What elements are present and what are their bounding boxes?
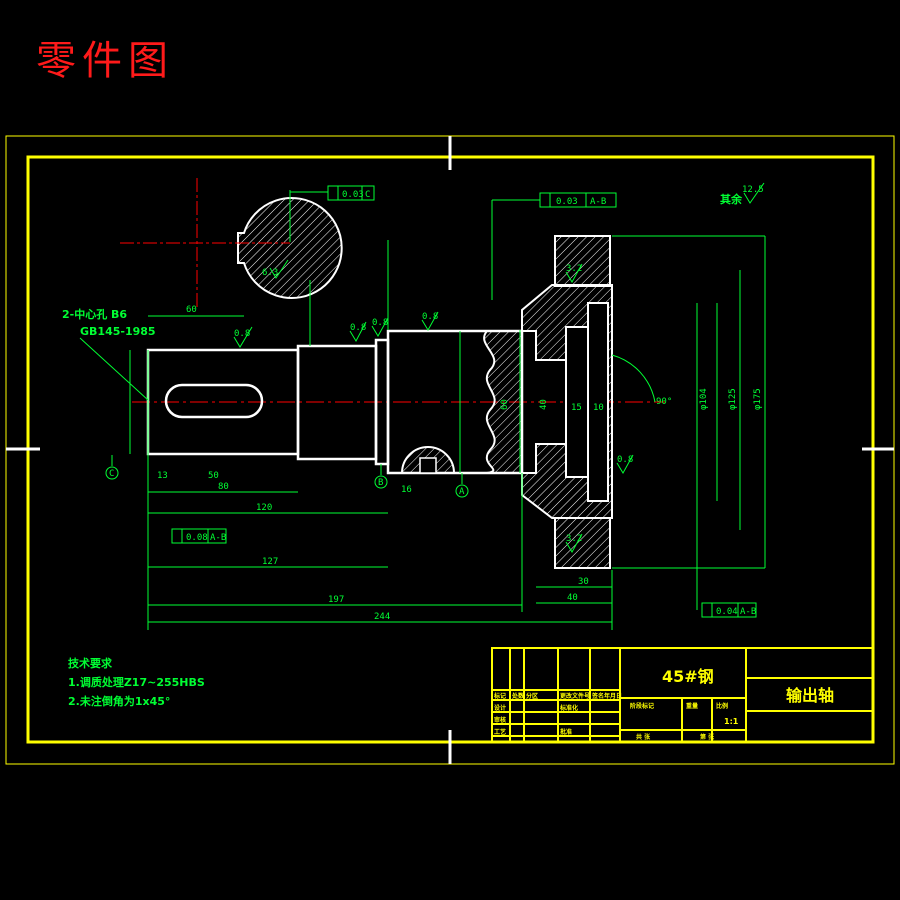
title-block-cell: 工艺 bbox=[494, 728, 506, 736]
part-name-label: 输出轴 bbox=[786, 686, 834, 705]
dimension-lines bbox=[129, 190, 766, 630]
page-title: 零件图 bbox=[36, 38, 174, 84]
title-block-cell: 比例 bbox=[716, 702, 728, 710]
roughness-label: 3.2 bbox=[566, 264, 582, 274]
dim-30: 30 bbox=[578, 577, 589, 587]
dim-60: 60 bbox=[186, 305, 197, 315]
tolerance-frame-4: 0.04 A-B bbox=[701, 602, 757, 618]
centering-marks bbox=[6, 136, 894, 764]
tolerance-frame-3: 0.08 A-B bbox=[171, 528, 227, 544]
tolerance-frame-1: 0.03 C bbox=[327, 185, 375, 201]
tolerance-3-value: 0.08 bbox=[186, 533, 208, 543]
datum-label: B bbox=[378, 478, 383, 488]
dim-angle-90: 90° bbox=[656, 397, 672, 407]
dim-80: 80 bbox=[218, 482, 229, 492]
dim-phi-175: φ175 bbox=[753, 388, 763, 410]
roughness-label: 0.8 bbox=[422, 312, 438, 322]
tolerance-4-value: 0.04 bbox=[716, 607, 738, 617]
title-block-cell: 重量 bbox=[686, 702, 698, 710]
roughness-label: 0.8 bbox=[350, 323, 366, 333]
dim-phi-104: φ104 bbox=[699, 388, 709, 410]
roughness-symbol: 0.8 bbox=[349, 321, 367, 343]
datum-label: A bbox=[459, 487, 465, 497]
tech-req-item-1: 1.调质处理Z17~255HBS bbox=[68, 675, 205, 689]
dim-244: 244 bbox=[374, 612, 390, 622]
title-block-cell: 分区 bbox=[526, 692, 538, 700]
datum-marker: C bbox=[105, 455, 119, 480]
roughness-label: 3.2 bbox=[566, 534, 582, 544]
center-hole-leader bbox=[79, 337, 149, 401]
roughness-symbol: 0.8 bbox=[421, 311, 439, 331]
tolerance-1-ref: C bbox=[365, 190, 370, 200]
dim-15: 15 bbox=[571, 403, 582, 413]
title-block-cell: 标记 bbox=[493, 692, 506, 700]
dim-40: 40 bbox=[567, 593, 578, 603]
tech-req-heading: 技术要求 bbox=[68, 656, 113, 670]
tolerance-1-value: 0.03 bbox=[342, 190, 364, 200]
title-block-cell: 审核 bbox=[494, 716, 506, 724]
dim-13: 13 bbox=[157, 471, 168, 481]
datum-label: C bbox=[109, 469, 114, 479]
dim-197: 197 bbox=[328, 595, 344, 605]
dim-10: 10 bbox=[593, 403, 604, 413]
title-block-cell: 批准 bbox=[560, 728, 572, 736]
title-block-cell: 设计 bbox=[494, 704, 506, 712]
center-hole-standard: GB145-1985 bbox=[80, 325, 156, 338]
dim-120: 120 bbox=[256, 503, 272, 513]
title-block-cell: 更改文件号 bbox=[560, 692, 590, 700]
roughness-label: 0.8 bbox=[617, 455, 633, 465]
roughness-symbol: 3.2 bbox=[565, 263, 583, 283]
surface-note-symbol bbox=[743, 182, 765, 204]
surface-note: 其余 bbox=[720, 192, 743, 206]
roughness-symbol: 0.8 bbox=[233, 326, 253, 348]
title-block-cell: 第 张 bbox=[699, 733, 715, 741]
title-block-cell: 处数 bbox=[511, 692, 525, 700]
title-block-cell: 年月日 bbox=[604, 692, 622, 700]
datum-marker: A bbox=[455, 473, 469, 498]
roughness-label: 6.3 bbox=[262, 268, 278, 278]
title-block-cell: 标准化 bbox=[559, 704, 578, 712]
dim-127: 127 bbox=[262, 557, 278, 567]
roughness-symbol: 3.2 bbox=[565, 533, 583, 553]
tolerance-frame-2: 0.03 A-B bbox=[539, 192, 617, 208]
title-block-cell: 阶段标记 bbox=[630, 702, 654, 710]
dim-16: 16 bbox=[401, 485, 412, 495]
roughness-symbol: 0.8 bbox=[371, 317, 389, 337]
roughness-label: 0.8 bbox=[234, 329, 250, 339]
keyway-section-view bbox=[120, 178, 343, 310]
roughness-label: 0.8 bbox=[372, 318, 388, 328]
title-block bbox=[491, 647, 874, 743]
roughness-symbol: 6.3 bbox=[262, 259, 289, 279]
sheet-outer-border bbox=[5, 135, 895, 765]
material-label: 45#钢 bbox=[662, 667, 714, 686]
center-hole-note: 2-中心孔 B6 bbox=[62, 307, 127, 321]
dim-40b: 40 bbox=[539, 399, 549, 410]
title-block-cell: 签名 bbox=[591, 692, 604, 700]
dim-60b: 60 bbox=[500, 399, 510, 410]
tolerance-2-ref: A-B bbox=[590, 197, 606, 207]
dim-phi-125: φ125 bbox=[728, 388, 738, 410]
roughness-symbol: 0.8 bbox=[616, 454, 634, 474]
dim-50: 50 bbox=[208, 471, 219, 481]
surface-note-value: 12.5 bbox=[742, 185, 764, 195]
tech-req-item-2: 2.未注倒角为1x45° bbox=[68, 694, 170, 708]
tolerance-3-ref: A-B bbox=[210, 533, 226, 543]
title-block-cell: 共 张 bbox=[636, 733, 651, 741]
tolerance-4-ref: A-B bbox=[740, 607, 756, 617]
gear-section bbox=[401, 235, 613, 569]
tolerance-2-value: 0.03 bbox=[556, 197, 578, 207]
datum-marker: B bbox=[374, 464, 388, 489]
shaft-outline bbox=[146, 329, 524, 475]
scale-label: 1:1 bbox=[724, 717, 739, 726]
